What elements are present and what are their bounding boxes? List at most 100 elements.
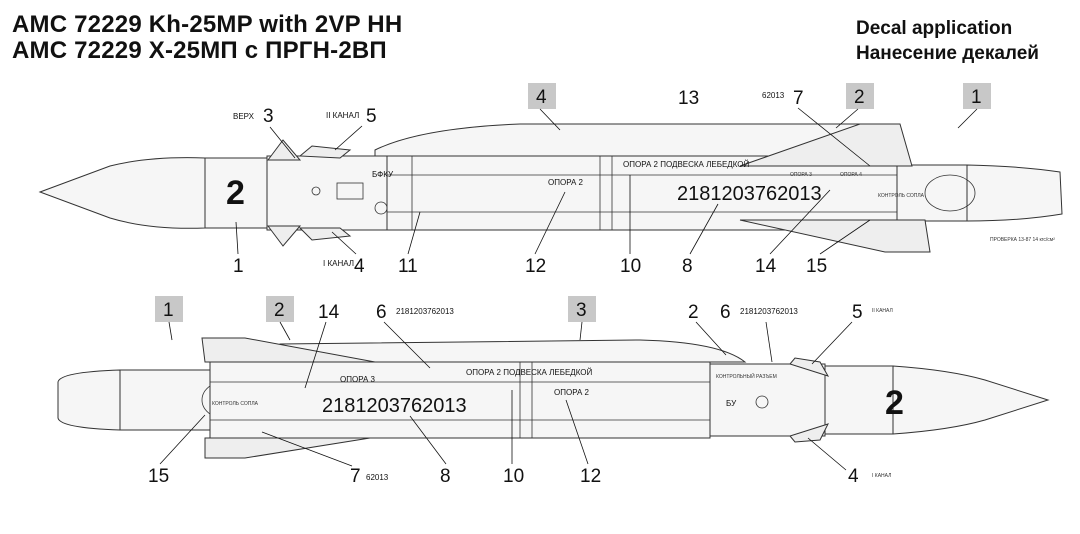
top-box-1-label: 1 bbox=[971, 87, 982, 108]
bottom-wing-lower bbox=[204, 437, 371, 459]
header-line-2: Нанесение декалей bbox=[856, 43, 1039, 64]
top-kanal1-label: I КАНАЛ bbox=[323, 259, 354, 268]
bottom-callout-6b: 6 bbox=[720, 302, 731, 323]
top-opora2-label: ОПОРА 2 bbox=[548, 178, 584, 187]
top-box-2 bbox=[846, 83, 874, 109]
header-line-1: Decal application bbox=[856, 18, 1013, 39]
top-callout-13: 13 bbox=[678, 88, 699, 109]
bottom-serial: 2181203762013 bbox=[322, 395, 467, 417]
top-callouts: 3 5 13 7 1 4 11 12 10 8 14 15 bbox=[233, 88, 978, 277]
top-podveska-label: ОПОРА 2 ПОДВЕСКА ЛЕБЕДКОЙ bbox=[623, 160, 749, 169]
top-callout-3: 3 bbox=[263, 106, 274, 127]
top-box-1 bbox=[963, 83, 991, 109]
bottom-lead-box3 bbox=[579, 321, 583, 341]
top-lead-4 bbox=[331, 231, 357, 255]
bottom-main-body bbox=[209, 361, 711, 439]
bottom-kanal2: II КАНАЛ bbox=[872, 308, 893, 314]
top-serial: 2181203762013 bbox=[677, 183, 822, 205]
top-callout-11: 11 bbox=[398, 256, 418, 277]
top-rear-section bbox=[896, 164, 968, 222]
bottom-canard-upper bbox=[789, 357, 830, 377]
top-box-4-label: 4 bbox=[536, 87, 547, 108]
top-lead-box1 bbox=[957, 108, 978, 129]
bottom-callout-6a: 6 bbox=[376, 302, 387, 323]
top-callout-15: 15 bbox=[806, 256, 827, 277]
top-callout-12: 12 bbox=[525, 256, 546, 277]
top-fin-front-down bbox=[267, 225, 302, 247]
bottom-callout-5: 5 bbox=[852, 302, 863, 323]
top-box-4 bbox=[528, 83, 556, 109]
top-lead-5 bbox=[334, 125, 363, 151]
top-lead-12 bbox=[534, 191, 566, 255]
top-lead-box2 bbox=[835, 108, 859, 129]
bottom-canard-lower bbox=[789, 423, 829, 443]
top-fin-front-up bbox=[267, 139, 302, 161]
top-small-port bbox=[311, 186, 321, 196]
top-wing-lower bbox=[739, 219, 931, 253]
bottom-lead-2 bbox=[695, 321, 727, 356]
top-big-number: 2 bbox=[226, 174, 245, 212]
top-canard-upper bbox=[298, 145, 352, 159]
bottom-missile: 2 2181203762013 2181203762013 2181203762… bbox=[57, 307, 1050, 482]
top-opora4: ОПОРА 4 bbox=[840, 172, 862, 178]
bottom-serial-small-1: 2181203762013 bbox=[396, 307, 454, 316]
top-wing-upper bbox=[739, 123, 913, 167]
bottom-lead-15 bbox=[159, 414, 206, 465]
top-lead-3 bbox=[269, 126, 296, 159]
bottom-bu: БУ bbox=[726, 399, 737, 408]
top-access-panel bbox=[336, 182, 364, 200]
top-lead-7 bbox=[797, 107, 871, 167]
bottom-callouts: 14 6 2 6 5 15 7 8 10 12 4 bbox=[148, 302, 863, 487]
top-missile: 2 2181203762013 ВЕРХ II КАНАЛ I КАНАЛ БФ… bbox=[38, 91, 1063, 268]
bottom-callout-14: 14 bbox=[318, 302, 340, 323]
bottom-big-number: 2 bbox=[885, 384, 904, 422]
top-verkh-label: ВЕРХ bbox=[233, 112, 255, 121]
top-kanal2-label: II КАНАЛ bbox=[326, 111, 359, 120]
bottom-lead-8 bbox=[409, 415, 447, 465]
bottom-lead-box2 bbox=[279, 321, 291, 341]
top-nose-cone bbox=[38, 157, 206, 229]
bottom-warhead-section bbox=[824, 365, 894, 435]
bottom-lead-6a bbox=[383, 321, 431, 369]
title-line-2: AMC 72229 X-25МП с ПРГН-2ВП bbox=[12, 37, 387, 64]
top-lead-box4 bbox=[539, 108, 561, 131]
bottom-kontrol-razem: КОНТРОЛЬНЫЙ РАЗЪЕМ bbox=[716, 372, 777, 380]
bottom-tail-cone bbox=[57, 369, 121, 431]
bottom-wing-upper bbox=[201, 337, 376, 363]
bottom-dorsal-fairing bbox=[269, 339, 747, 363]
title-line-1: AMC 72229 Kh-25MP with 2VP HH bbox=[12, 11, 403, 38]
top-callout-7: 7 bbox=[793, 88, 804, 109]
bottom-boxes: 1 2 3 bbox=[155, 296, 596, 322]
top-kontrol-sopla: КОНТРОЛЬ СОПЛА bbox=[878, 193, 925, 199]
top-nozzle bbox=[924, 174, 976, 212]
bottom-opora2: ОПОРА 2 bbox=[554, 388, 590, 397]
bottom-box-2 bbox=[266, 296, 294, 322]
top-box-2-label: 2 bbox=[854, 87, 865, 108]
top-lead-8 bbox=[689, 203, 719, 255]
bottom-kontrol-sopla: КОНТРОЛЬ СОПЛА bbox=[212, 401, 259, 407]
bottom-lead-12 bbox=[565, 399, 589, 465]
bottom-kanal1: I КАНАЛ bbox=[872, 473, 891, 479]
top-round-port bbox=[374, 201, 388, 215]
bottom-box-1-label: 1 bbox=[163, 300, 174, 321]
bottom-code-62013: 62013 bbox=[366, 473, 389, 482]
bottom-callout-4: 4 bbox=[848, 466, 859, 487]
bottom-lead-box1 bbox=[168, 321, 173, 341]
top-lead-11 bbox=[407, 211, 421, 255]
bottom-nose-cone bbox=[892, 365, 1050, 435]
bottom-rear-section bbox=[119, 369, 211, 431]
top-tail-cone bbox=[966, 164, 1063, 222]
bottom-callout-7: 7 bbox=[350, 466, 361, 487]
bottom-opora3: ОПОРА 3 bbox=[340, 375, 376, 384]
bottom-box-1 bbox=[155, 296, 183, 322]
top-callout-4: 4 bbox=[354, 256, 365, 277]
top-lead-14 bbox=[769, 189, 831, 255]
bottom-callout-8: 8 bbox=[440, 466, 451, 487]
top-callout-10: 10 bbox=[620, 256, 641, 277]
top-proverka: ПРОВЕРКА 13-87 14 кгс/см² bbox=[990, 237, 1055, 243]
bottom-round-port bbox=[755, 395, 769, 409]
top-opora3: ОПОРА 3 bbox=[790, 172, 812, 178]
bottom-lead-5 bbox=[811, 321, 853, 365]
bottom-serial-small-2: 2181203762013 bbox=[740, 307, 798, 316]
